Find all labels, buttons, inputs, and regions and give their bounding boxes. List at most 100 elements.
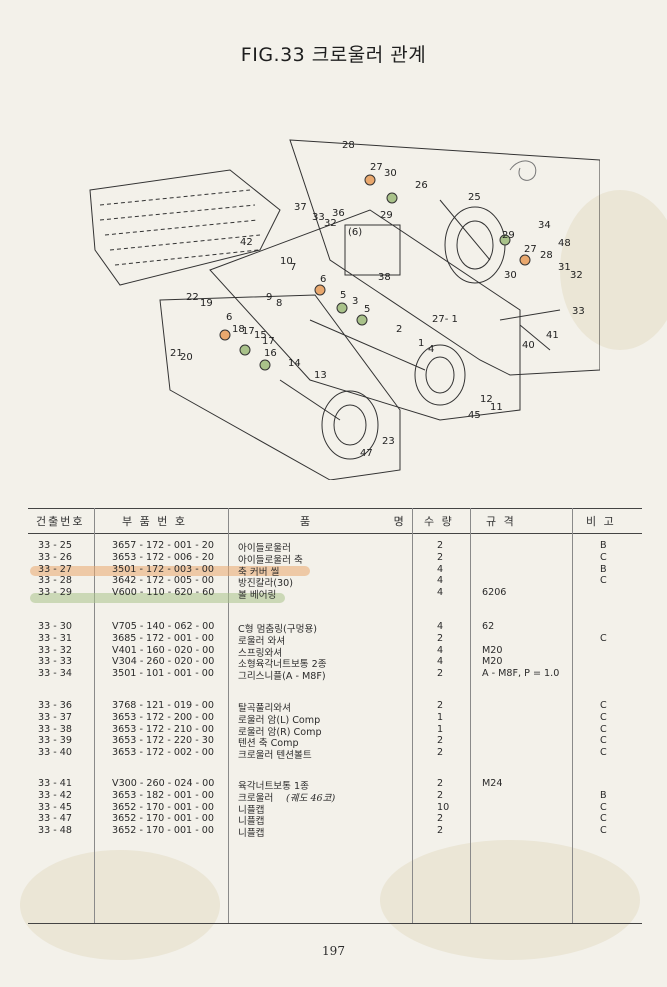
cell-part: V401 - 160 - 020 - 00	[112, 644, 215, 656]
svg-text:26: 26	[415, 180, 428, 191]
cell-name: 그리스니플(A - M8F)	[238, 671, 326, 683]
svg-text:48: 48	[558, 238, 571, 249]
cell-qty: 1	[437, 711, 444, 723]
cell-no: 33 - 34	[38, 668, 72, 680]
cell-part: 3652 - 170 - 001 - 00	[112, 813, 214, 825]
svg-text:27: 27	[370, 162, 383, 173]
svg-text:10: 10	[280, 256, 293, 267]
svg-text:1: 1	[418, 338, 424, 349]
cell-part: 3652 - 170 - 001 - 00	[112, 825, 214, 837]
header-part-name: 품 명	[300, 515, 444, 528]
svg-text:29: 29	[502, 230, 515, 241]
cell-name: 로울러 암(L) Comp	[238, 714, 321, 726]
cell-remark: C	[600, 575, 607, 587]
cell-part: 3501 - 172 - 003 - 00	[112, 563, 214, 575]
svg-text:14: 14	[288, 358, 301, 369]
cell-name: 크로울러	[238, 792, 274, 804]
cell-no: 33 - 48	[38, 825, 72, 837]
cell-part: 3685 - 172 - 001 - 00	[112, 632, 214, 644]
svg-text:34: 34	[538, 220, 551, 231]
cell-spec: M20	[482, 656, 503, 668]
cell-qty: 2	[437, 668, 444, 680]
svg-text:27- 1: 27- 1	[432, 314, 458, 325]
cell-part: 3653 - 172 - 220 - 30	[112, 735, 214, 747]
svg-text:30: 30	[504, 270, 517, 281]
cell-qty: 2	[437, 540, 444, 551]
table-top-rule	[28, 508, 642, 509]
svg-text:6: 6	[226, 312, 232, 323]
cell-qty: 2	[437, 700, 444, 711]
cell-part: 3768 - 121 - 019 - 00	[112, 700, 214, 711]
svg-text:28: 28	[540, 250, 553, 261]
cell-name: C형 멈춤링(구멍용)	[238, 624, 318, 635]
cell-part: 3653 - 172 - 002 - 00	[112, 747, 214, 759]
cell-name: 니플캡	[238, 804, 265, 816]
cell-name: 로울러 와셔	[238, 635, 286, 647]
svg-text:19: 19	[200, 298, 213, 309]
cell-name: 로울러 암(R) Comp	[238, 726, 322, 738]
svg-text:8: 8	[276, 298, 282, 309]
cell-part: 3652 - 170 - 001 - 00	[112, 801, 214, 813]
svg-text:5: 5	[340, 290, 346, 301]
cell-qty: 4	[437, 621, 444, 632]
paper-stain	[20, 850, 220, 960]
exploded-parts-diagram: 28 27 30 26 25 37 33 36 32 29 34 48 (6) …	[89, 139, 600, 480]
cell-no: 33 - 38	[38, 723, 72, 735]
cell-qty: 4	[437, 587, 444, 599]
svg-text:38: 38	[378, 272, 391, 283]
svg-text:17: 17	[242, 326, 255, 337]
cell-name: 소형육각너트보통 2종	[238, 659, 327, 671]
cell-qty: 2	[437, 813, 444, 825]
svg-text:3: 3	[352, 296, 358, 307]
cell-remark: C	[600, 813, 607, 825]
svg-text:42: 42	[240, 237, 253, 248]
column-divider	[572, 508, 573, 923]
header-ref-no: 건출번호	[36, 515, 85, 528]
cell-remark: C	[600, 551, 607, 563]
cell-part: 3653 - 172 - 210 - 00	[112, 723, 214, 735]
table-row: 33 - 38 3653 - 172 - 210 - 00 로울러 암(R) Com…	[0, 723, 667, 738]
cell-qty: 2	[437, 778, 444, 789]
cell-no: 33 - 25	[38, 540, 72, 551]
cell-remark: C	[600, 735, 607, 747]
svg-text:36: 36	[332, 208, 345, 219]
svg-text:25: 25	[468, 192, 481, 203]
cell-no: 33 - 32	[38, 644, 72, 656]
column-divider	[412, 508, 413, 923]
cell-name: 니플캡	[238, 828, 265, 840]
cell-name: 축 커버 씰	[238, 566, 280, 578]
cell-name: 육각너트보통 1종	[238, 781, 309, 792]
svg-text:2: 2	[396, 324, 402, 335]
cell-no: 33 - 42	[38, 789, 72, 801]
svg-text:29: 29	[380, 210, 393, 221]
cell-part: 3653 - 182 - 001 - 00	[112, 789, 214, 801]
cell-qty: 2	[437, 735, 444, 747]
cell-no: 33 - 37	[38, 711, 72, 723]
cell-name: 크로울러 텐션볼트	[238, 750, 312, 762]
paper-stain	[560, 190, 667, 350]
svg-text:(6): (6)	[348, 227, 362, 238]
handwritten-note: (궤도 46코)	[286, 792, 336, 804]
cell-name: 방진칼라(30)	[238, 578, 293, 590]
svg-text:23: 23	[382, 436, 395, 447]
cell-qty: 4	[437, 644, 444, 656]
cell-name: 아이들로울러 축	[238, 554, 303, 566]
cell-no: 33 - 28	[38, 575, 72, 587]
cell-name: 스프링와셔	[238, 647, 283, 659]
cell-remark: C	[600, 632, 607, 644]
cell-name: 볼 베어링	[238, 590, 277, 602]
svg-text:32: 32	[570, 270, 583, 281]
svg-text:16: 16	[264, 348, 277, 359]
